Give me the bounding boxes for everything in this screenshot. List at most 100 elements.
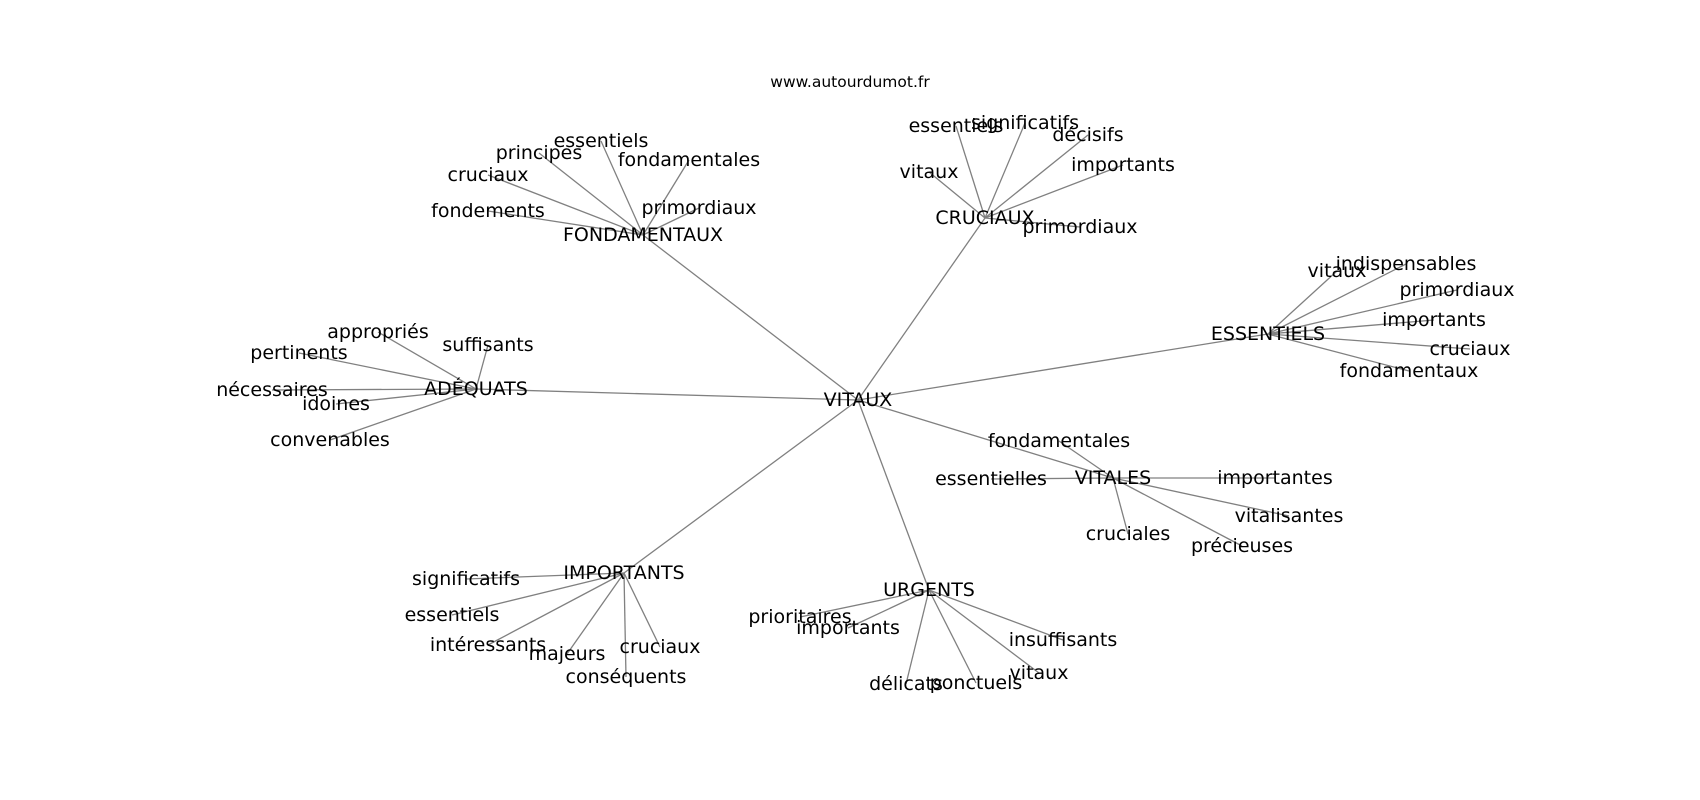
leaf-node-essentiels-importants[interactable]: importants [1382, 309, 1486, 331]
edge-vitales-cruciales [1112, 477, 1129, 535]
edge-importants-essentiels [451, 572, 625, 616]
edge-vitales-fondamentales [1058, 440, 1114, 479]
leaf-node-essentiels-primordiaux[interactable]: primordiaux [1399, 279, 1514, 301]
leaf-node-cruciaux-essentiels[interactable]: essentiels [909, 115, 1004, 137]
leaf-node-urgents-ponctuels[interactable]: ponctuels [930, 672, 1023, 694]
edge-cruciaux-primordiaux [984, 217, 1081, 228]
leaf-node-vitales-fondamentales[interactable]: fondamentales [988, 430, 1130, 452]
edge-adequats-appropries [377, 331, 477, 390]
edge-urgents-vitaux [928, 589, 1040, 674]
edge-essentiels-importants [1267, 319, 1435, 335]
edge-importants-significatifs [465, 572, 625, 580]
edge-cruciaux-decisifs [984, 134, 1089, 219]
leaf-node-cruciaux-importants[interactable]: importants [1071, 154, 1175, 176]
edge-essentiels-primordiaux [1267, 289, 1458, 335]
leaf-node-adequats-necessaires[interactable]: nécessaires [216, 379, 328, 401]
cluster-node-fondamentaux[interactable]: FONDAMENTAUX [563, 224, 723, 246]
leaf-node-fondamentaux-cruciaux[interactable]: cruciaux [448, 164, 529, 186]
leaf-node-urgents-importants[interactable]: importants [796, 617, 900, 639]
leaf-node-vitales-essentielles[interactable]: essentielles [935, 468, 1047, 490]
edge-essentiels-fondamentaux [1267, 333, 1410, 372]
edge-adequats-convenables [329, 388, 477, 441]
edge-adequats-suffisants [475, 344, 489, 390]
graph-labels: VITAUXFONDAMENTAUXprincipesessentielsfon… [216, 112, 1514, 695]
edge-fondamentaux-cruciaux [487, 174, 644, 236]
center-node-label[interactable]: VITAUX [824, 389, 893, 411]
leaf-node-vitales-importantes[interactable]: importantes [1217, 467, 1332, 489]
edge-urgents-prioritaires [799, 589, 930, 618]
leaf-node-essentiels-indispensables[interactable]: indispensables [1336, 253, 1477, 275]
leaf-node-importants-interessants[interactable]: intéressants [430, 634, 546, 656]
edge-center-cruciaux [857, 217, 986, 401]
leaf-node-adequats-idoines[interactable]: idoines [302, 393, 370, 415]
edge-center-urgents [857, 399, 930, 591]
edge-center-importants [623, 399, 859, 574]
leaf-node-essentiels-cruciaux[interactable]: cruciaux [1430, 338, 1511, 360]
leaf-node-fondamentaux-primordiaux[interactable]: primordiaux [641, 197, 756, 219]
edge-importants-cruciaux [623, 572, 661, 648]
edge-cruciaux-significatifs [984, 122, 1026, 219]
graph-edges [271, 122, 1471, 685]
leaf-node-fondamentaux-fondements[interactable]: fondements [431, 200, 545, 222]
leaf-node-cruciaux-vitaux[interactable]: vitaux [900, 161, 959, 183]
leaf-node-adequats-convenables[interactable]: convenables [270, 429, 390, 451]
leaf-node-importants-essentiels[interactable]: essentiels [405, 604, 500, 626]
leaf-node-cruciaux-primordiaux[interactable]: primordiaux [1022, 216, 1137, 238]
edge-importants-interessants [487, 572, 625, 646]
edge-vitales-precieuses [1112, 477, 1243, 547]
edge-adequats-idoines [335, 388, 477, 405]
leaf-node-cruciaux-significatifs[interactable]: significatifs [971, 112, 1079, 134]
leaf-node-fondamentaux-fondamentales[interactable]: fondamentales [618, 149, 760, 171]
leaf-node-vitales-cruciales[interactable]: cruciales [1086, 523, 1171, 545]
edge-center-essentiels [857, 333, 1269, 401]
leaf-node-urgents-prioritaires[interactable]: prioritaires [748, 606, 851, 628]
edge-importants-majeurs [566, 572, 625, 655]
leaf-node-urgents-delicats[interactable]: délicats [869, 673, 943, 695]
leaf-node-adequats-pertinents[interactable]: pertinents [250, 342, 347, 364]
cluster-node-importants[interactable]: IMPORTANTS [563, 562, 684, 584]
edge-center-fondamentaux [642, 234, 859, 401]
leaf-node-adequats-appropries[interactable]: appropriés [327, 321, 429, 343]
edge-cruciaux-importants [984, 164, 1124, 219]
leaf-node-fondamentaux-essentiels[interactable]: essentiels [554, 130, 649, 152]
edge-adequats-pertinents [298, 352, 477, 390]
leaf-node-fondamentaux-principes[interactable]: principes [496, 142, 583, 164]
leaf-node-importants-cruciaux[interactable]: cruciaux [620, 636, 701, 658]
leaf-node-urgents-vitaux[interactable]: vitaux [1010, 662, 1069, 684]
edge-importants-consequents [623, 572, 627, 678]
leaf-node-cruciaux-decisifs[interactable]: décisifs [1052, 124, 1123, 146]
edge-center-adequats [475, 388, 859, 401]
leaf-node-importants-significatifs[interactable]: significatifs [412, 568, 520, 590]
cluster-node-essentiels[interactable]: ESSENTIELS [1211, 323, 1325, 345]
leaf-node-essentiels-fondamentaux[interactable]: fondamentaux [1340, 360, 1479, 382]
cluster-node-adequats[interactable]: ADÉQUATS [424, 377, 528, 400]
edge-fondamentaux-fondements [487, 210, 644, 236]
cluster-node-urgents[interactable]: URGENTS [883, 579, 975, 601]
leaf-node-vitales-vitalisantes[interactable]: vitalisantes [1235, 505, 1344, 527]
cluster-node-cruciaux[interactable]: CRUCIAUX [935, 207, 1034, 229]
leaf-node-urgents-insuffisants[interactable]: insuffisants [1009, 629, 1118, 651]
edge-cruciaux-vitaux [928, 171, 986, 219]
edge-urgents-ponctuels [928, 589, 977, 684]
edge-essentiels-indispensables [1267, 263, 1407, 335]
edge-urgents-insuffisants [928, 589, 1064, 641]
cluster-node-vitales[interactable]: VITALES [1075, 467, 1151, 489]
edge-fondamentaux-principes [538, 152, 644, 236]
leaf-node-adequats-suffisants[interactable]: suffisants [442, 334, 533, 356]
edge-center-vitales [857, 399, 1114, 479]
leaf-node-essentiels-vitaux[interactable]: vitaux [1308, 260, 1367, 282]
edge-urgents-delicats [905, 589, 930, 685]
edge-vitales-vitalisantes [1112, 477, 1290, 517]
leaf-node-vitales-precieuses[interactable]: précieuses [1191, 535, 1293, 557]
edge-fondamentaux-primordiaux [642, 207, 700, 236]
leaf-node-importants-consequents[interactable]: conséquents [566, 666, 687, 688]
edge-fondamentaux-fondamentales [642, 159, 690, 236]
edge-adequats-necessaires [271, 388, 477, 391]
site-url-text[interactable]: www.autourdumot.fr [770, 73, 930, 91]
leaf-node-importants-majeurs[interactable]: majeurs [529, 643, 606, 665]
edge-cruciaux-essentiels [955, 125, 986, 219]
edge-urgents-importants [847, 589, 930, 629]
edge-essentiels-vitaux [1267, 270, 1338, 335]
edge-vitales-essentielles [990, 477, 1114, 480]
